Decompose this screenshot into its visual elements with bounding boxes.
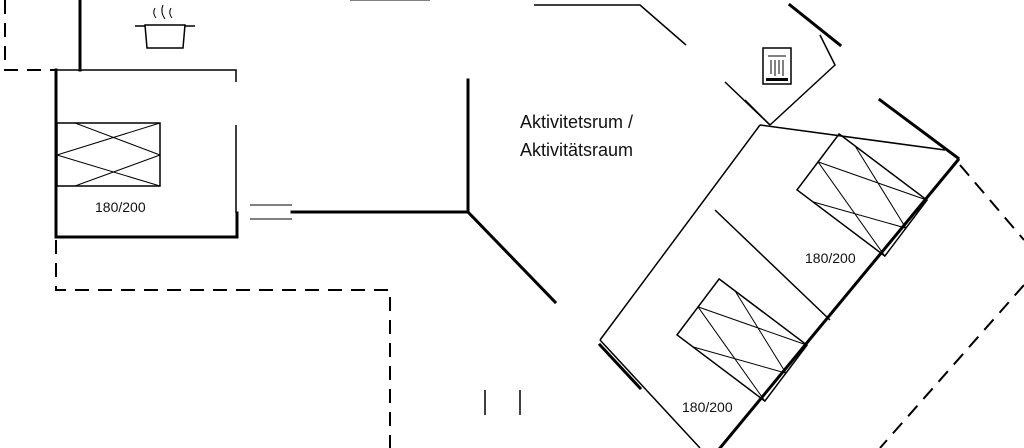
room-label-line1: Aktivitetsrum / xyxy=(520,112,633,132)
door-openings xyxy=(250,0,430,220)
walls xyxy=(54,0,961,448)
bed-3 xyxy=(675,277,809,403)
bed-1: 180/200 xyxy=(56,122,161,215)
bed-2-size: 180/200 xyxy=(805,250,856,266)
shower-icon xyxy=(762,47,792,85)
bed-3-size: 180/200 xyxy=(682,399,733,415)
bed-2 xyxy=(795,132,929,258)
cooking-pot-icon xyxy=(135,4,195,49)
room-label-line2: Aktivitätsraum xyxy=(520,140,633,160)
bed-1-size: 180/200 xyxy=(95,199,146,215)
terrace-outlines xyxy=(4,0,1024,448)
